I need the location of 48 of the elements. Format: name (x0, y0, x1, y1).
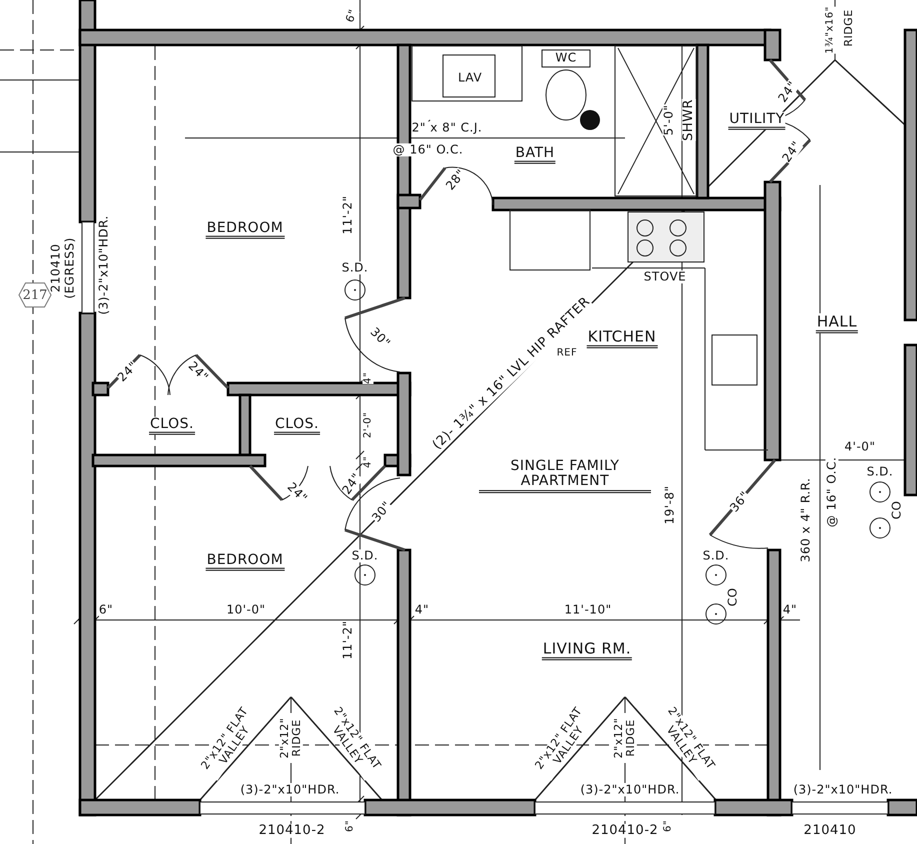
dimension-label: 10'-0" (226, 603, 266, 617)
dimension-label: 11'-10" (564, 603, 612, 617)
room-label: HALL (816, 313, 858, 333)
room-label: SINGLE FAMILY APARTMENT (479, 459, 651, 493)
note-label: S.D. (352, 549, 378, 563)
note-label: CO (890, 500, 904, 520)
dimension-label: 5'-0" (662, 104, 676, 136)
dimension-label: 4" (362, 372, 374, 384)
note-label: RIDGE (842, 9, 856, 47)
dimension-label: 6" (344, 8, 360, 24)
note-label: S.D. (702, 549, 730, 563)
dimension-label: 4" (782, 603, 798, 617)
room-label: BATH (514, 146, 556, 164)
note-label: @ 16" O.C. (825, 456, 839, 528)
note-label: CO (726, 588, 740, 606)
note-label: 2" x 8" C.J. (412, 121, 482, 135)
note-label: 210410 (49, 244, 63, 292)
room-label: BEDROOM (206, 552, 284, 572)
room-label: UTILITY (728, 112, 786, 130)
room-label: CLOS. (149, 416, 195, 436)
dimension-label: 2'-0" (362, 412, 374, 438)
note-label: @ 16" O.C. (392, 143, 464, 157)
room-label: LIVING RM. (542, 640, 632, 660)
note-label: STOVE (644, 270, 686, 284)
dimension-label: 4'-0" (844, 440, 876, 454)
note-label: 360 x 4" R.R. (799, 478, 813, 562)
dimension-label: 4" (362, 456, 374, 468)
note-label: (3)-2"x10"HDR. (97, 215, 111, 315)
note-label: S.D. (866, 465, 894, 479)
note-label: 210410-2 (258, 824, 326, 838)
note-label: (3)-2"x10"HDR. (793, 783, 893, 797)
tag-hexagon: 217 (18, 282, 52, 308)
dimension-label: 19'-8" (663, 485, 677, 525)
note-label: (3)-2"x10"HDR. (580, 783, 680, 797)
note-label: 1¾"x16" (824, 6, 836, 54)
dimension-label: 6" (98, 603, 114, 617)
room-label: KITCHEN (586, 328, 658, 348)
note-label: (3)-2"x10"HDR. (240, 783, 340, 797)
note-label: REF (556, 348, 578, 358)
room-label: BEDROOM (206, 220, 284, 240)
note-label: (EGRESS) (63, 237, 77, 299)
dimension-label: 6" (344, 820, 356, 832)
note-label: S.D. (342, 261, 368, 275)
note-label: 210410-2 (592, 824, 658, 838)
room-label: CLOS. (274, 416, 320, 436)
note-label: WC (555, 51, 577, 65)
note-label: SHWR (682, 99, 696, 141)
dimension-label: 6" (662, 820, 674, 832)
